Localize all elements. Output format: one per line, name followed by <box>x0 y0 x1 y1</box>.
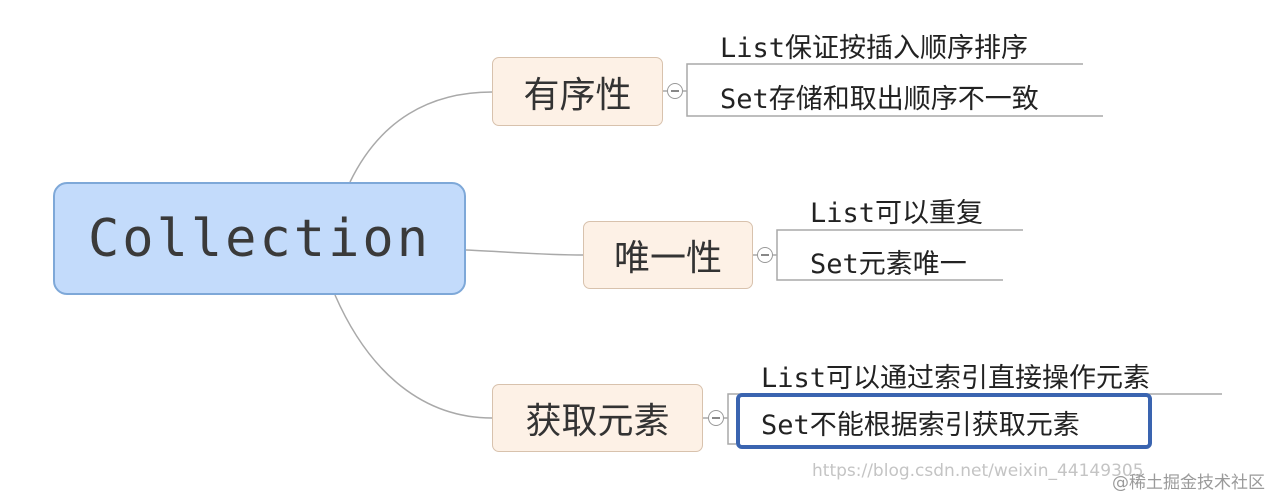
branch-node-uniqueness[interactable]: 唯一性 <box>583 221 753 289</box>
watermark-community: @稀土掘金技术社区 <box>1112 473 1265 493</box>
leaf-node[interactable]: List保证按插入顺序排序 <box>720 26 1028 64</box>
leaf-node-label: Set存储和取出顺序不一致 <box>720 83 1039 115</box>
leaf-node-label: Set元素唯一 <box>810 248 967 280</box>
collapse-toggle-icon[interactable] <box>708 410 724 426</box>
leaf-node-label: List可以重复 <box>810 197 984 229</box>
collapse-toggle-icon[interactable] <box>757 247 773 263</box>
branch-node-label: 唯一性 <box>613 238 722 279</box>
branch-node-access[interactable]: 获取元素 <box>492 384 703 452</box>
selection-highlight <box>736 393 1152 449</box>
leaf-node-selected[interactable]: Set不能根据索引获取元素 <box>761 403 1080 441</box>
collapse-toggle-icon[interactable] <box>667 83 683 99</box>
branch-node-label: 有序性 <box>523 74 632 116</box>
branch-node-label: 获取元素 <box>525 401 670 442</box>
leaf-node[interactable]: List可以通过索引直接操作元素 <box>761 356 1150 394</box>
connector-unique-leaves <box>773 229 1023 281</box>
root-node-label: Collection <box>87 208 432 269</box>
leaf-node[interactable]: Set元素唯一 <box>810 242 967 280</box>
leaf-node-label: List可以通过索引直接操作元素 <box>761 362 1151 394</box>
leaf-node-label: List保证按插入顺序排序 <box>720 32 1029 64</box>
branch-node-order[interactable]: 有序性 <box>492 57 663 126</box>
connector-root-to-order <box>349 91 493 183</box>
leaf-node[interactable]: List可以重复 <box>810 191 983 229</box>
watermark-url: https://blog.csdn.net/weixin_44149305 <box>812 461 1144 481</box>
connector-order-leaves <box>683 63 1103 117</box>
leaf-node-label: Set不能根据索引获取元素 <box>761 409 1080 441</box>
connector-root-to-access <box>334 294 493 419</box>
leaf-node[interactable]: Set存储和取出顺序不一致 <box>720 77 1039 115</box>
root-node-collection[interactable]: Collection <box>53 182 466 295</box>
connector-root-to-unique <box>465 249 584 256</box>
